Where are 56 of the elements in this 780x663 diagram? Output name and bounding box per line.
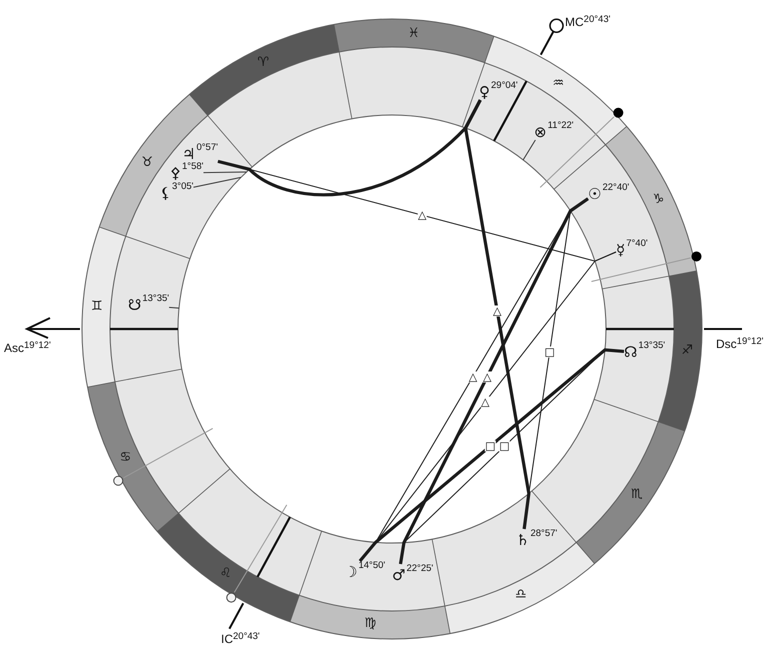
- aspect-line: [398, 197, 589, 564]
- degree-label: 22°40': [602, 183, 630, 193]
- astro-symbol: ⚸: [160, 185, 171, 201]
- astro-symbol: ☊: [624, 344, 638, 360]
- astro-symbol: ☋: [128, 297, 142, 313]
- zodiac-symbol: ♊: [90, 300, 103, 314]
- astro-symbol: ☉: [588, 186, 602, 202]
- zodiac-symbol: ♑: [652, 193, 664, 208]
- astro-symbol: ♂: [392, 567, 406, 583]
- zodiac-symbol: ♉: [141, 156, 153, 170]
- axis-label: MC$^{20°43'}$: [565, 15, 610, 29]
- astro-symbol: ♃: [182, 146, 196, 162]
- zodiac-symbol: ♍: [364, 617, 376, 632]
- degree-label: 29°04': [491, 81, 518, 91]
- degree-label: 0°57': [196, 143, 218, 153]
- leader-line: [192, 176, 242, 188]
- axis-label: IC$^{20°43'}$: [221, 632, 260, 646]
- aspect-label: △: [481, 396, 490, 408]
- leader-line: [168, 306, 180, 309]
- degree-label: 14°50': [358, 561, 386, 571]
- degree-label: 1°58': [182, 162, 204, 172]
- aspect-line: [464, 99, 530, 530]
- zodiac-symbol: ♏: [630, 488, 643, 502]
- degree-label: 13°35': [142, 294, 170, 304]
- degree-label: 11°22': [548, 121, 574, 131]
- aspect-label: □: [544, 346, 555, 358]
- axis-label: Dsc$^{19°12'}$: [716, 337, 764, 351]
- aspect-label: △: [418, 210, 426, 221]
- zodiac-symbol: ♌: [220, 566, 232, 581]
- aspect-line: [400, 349, 624, 564]
- degree-label: 28°57': [530, 529, 558, 539]
- axis-label: Asc$^{19°12'}$: [4, 341, 51, 355]
- astro-symbol: ⊗: [534, 124, 547, 140]
- astro-symbol: ⚴: [170, 165, 181, 181]
- astro-symbol: ♀: [479, 84, 490, 100]
- aspect-label: □: [485, 440, 496, 452]
- aspect-label: △: [492, 305, 502, 316]
- degree-label: 3°05': [172, 182, 194, 192]
- zodiac-symbol: ♈: [257, 56, 269, 70]
- zodiac-symbol: ♒: [552, 77, 564, 92]
- leader-line: [202, 171, 248, 174]
- aspect-label: △: [482, 371, 492, 382]
- degree-label: 13°35': [638, 341, 666, 351]
- leader-line: [522, 140, 536, 160]
- zodiac-symbol: ♎: [515, 588, 527, 602]
- astro-symbol: ♄: [516, 532, 530, 548]
- zodiac-symbol: ♓: [408, 26, 420, 41]
- aspect-label: △: [468, 371, 478, 382]
- zodiac-symbol: ♋: [120, 450, 132, 465]
- aspect-line: [358, 348, 624, 562]
- degree-label: 22°25': [406, 564, 434, 574]
- degree-label: 7°40': [626, 239, 648, 249]
- aspect-label: □: [499, 440, 510, 452]
- astro-symbol: ☽: [344, 564, 358, 580]
- astro-symbol: ☿: [616, 242, 626, 258]
- zodiac-symbol: ♐: [681, 344, 694, 358]
